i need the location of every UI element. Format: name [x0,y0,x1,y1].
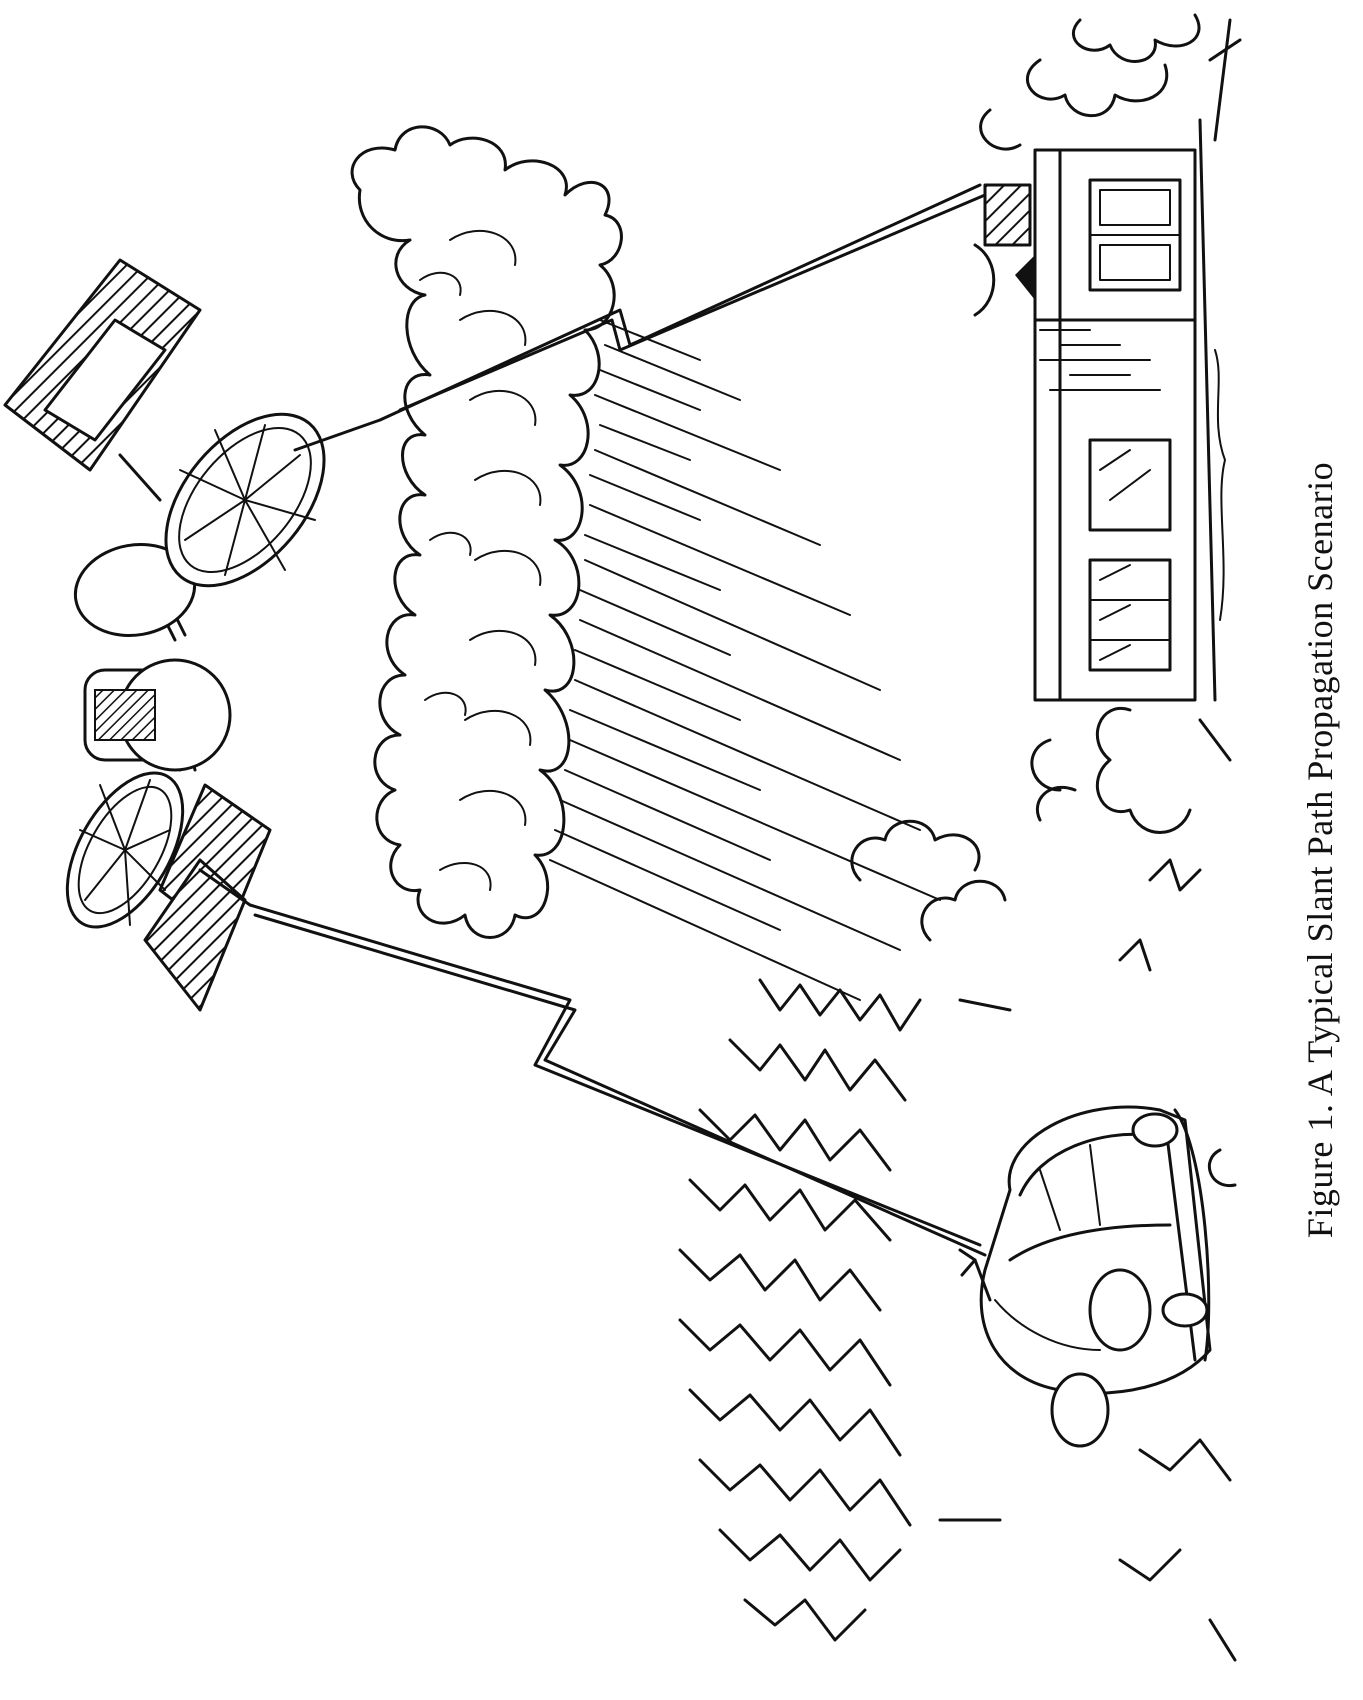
house [973,118,1226,702]
shrubs-house [979,13,1242,834]
antenna-dish-lower [65,771,185,929]
rain-cloud [350,125,941,1001]
brick-band [1039,329,1161,391]
house-window-1 [1088,438,1172,532]
signal-path-vehicle [198,868,987,1257]
car-wheel-rear [1050,1372,1110,1448]
rain-streaks [549,319,941,1001]
signal-path-house [293,183,987,452]
front-door [1088,178,1182,292]
house-window-2 [1088,558,1172,672]
satellite-body [83,658,232,772]
car-wheel-front [1088,1268,1152,1352]
satellite [3,258,326,1012]
tree-line [678,785,1237,1662]
antenna-dish-upper [164,412,326,588]
car [958,1105,1212,1448]
solar-panel-upper [3,258,202,502]
figure-caption: Figure 1. A Typical Slant Path Propagati… [1300,461,1340,1239]
car-antenna [973,1258,992,1302]
solar-panel-lower [143,783,272,1012]
